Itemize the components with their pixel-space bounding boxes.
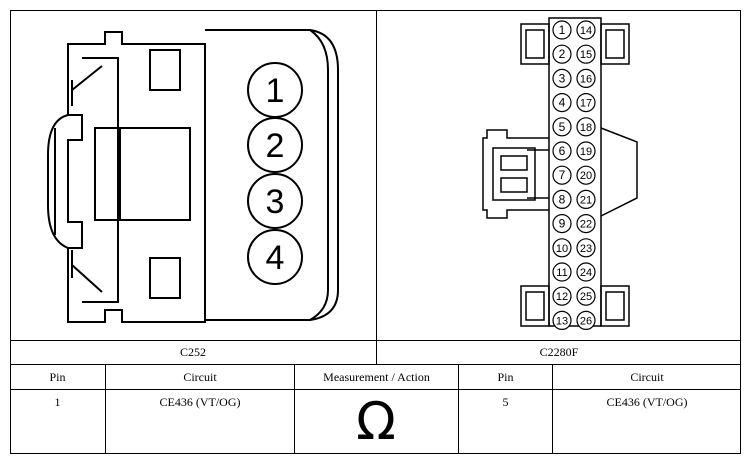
- c2280f-pin-9-label: 9: [559, 217, 566, 231]
- connector-c2280f-drawing: 1234567891011121314151617181920212223242…: [482, 17, 638, 330]
- c2280f-pin-15-label: 15: [580, 49, 592, 61]
- c2280f-pin-18-label: 18: [580, 122, 592, 134]
- header-circuit-b: Circuit: [630, 369, 664, 384]
- c2280f-pin-6-label: 6: [559, 144, 566, 158]
- c2280f-pin-11-label: 11: [556, 267, 567, 279]
- header-pin-b: Pin: [497, 369, 514, 384]
- c2280f-pin-8-label: 8: [559, 192, 566, 206]
- c2280f-pin-11-circle: [552, 262, 572, 282]
- c2280f-pin-17-circle: [576, 92, 596, 113]
- c2280f-pin-4-circle: [552, 92, 572, 113]
- diagram-frame: [10, 10, 741, 454]
- table-divider-2: [294, 364, 295, 454]
- c252-pin-4-circle: [247, 229, 303, 285]
- c2280f-pin-23-label: 23: [580, 243, 592, 255]
- c252-pin-2-circle: [247, 117, 303, 173]
- value-circuit-b: CE436 (VT/OG): [606, 395, 688, 409]
- c2280f-pin-10-circle: [552, 238, 572, 258]
- c2280f-pin-17-label: 17: [580, 98, 592, 110]
- c2280f-pin-3-label: 3: [559, 71, 566, 85]
- c2280f-pin-12-circle: [552, 286, 572, 306]
- value-circuit-a: CE436 (VT/OG): [159, 395, 241, 409]
- c2280f-pin-21-label: 21: [580, 194, 592, 206]
- label-row-top-border: [10, 340, 741, 341]
- connector-c252-label: C252: [179, 345, 206, 359]
- c2280f-pin-19-label: 19: [580, 146, 592, 158]
- c2280f-pin-2-circle: [552, 44, 572, 64]
- c2280f-pin-25-label: 25: [580, 291, 592, 303]
- header-pin-a: Pin: [49, 369, 66, 384]
- c2280f-pin-20-circle: [576, 165, 596, 185]
- c2280f-pin-14-label: 14: [580, 25, 592, 37]
- c2280f-pin-3-circle: [552, 68, 572, 89]
- ohm-measurement-symbol: Ω: [356, 392, 396, 452]
- c252-pin-3-label: 3: [266, 183, 285, 221]
- c2280f-pin-20-label: 20: [580, 170, 592, 182]
- connector-divider: [376, 10, 377, 364]
- c2280f-pin-24-label: 24: [580, 267, 592, 279]
- value-pin-b: 5: [502, 395, 509, 409]
- header-circuit-a: Circuit: [183, 369, 217, 384]
- c2280f-pin-12-label: 12: [556, 291, 568, 303]
- c2280f-pin-9-circle: [552, 214, 572, 234]
- value-pin-a: 1: [54, 395, 61, 409]
- c2280f-pin-6-circle: [552, 141, 572, 161]
- table-divider-3: [458, 364, 459, 454]
- c2280f-pin-24-circle: [576, 262, 596, 282]
- c252-pin-3-circle: [247, 173, 303, 229]
- connector-c252-drawing: 1 2 3 4: [47, 29, 339, 323]
- c2280f-pin-15-circle: [576, 44, 596, 64]
- c2280f-pin-26-label: 26: [580, 315, 592, 327]
- c2280f-pin-23-circle: [576, 238, 596, 258]
- c2280f-pin-25-circle: [576, 286, 596, 306]
- c2280f-pin-10-label: 10: [556, 243, 568, 255]
- c2280f-pin-19-circle: [576, 141, 596, 161]
- c252-pin-4-label: 4: [266, 239, 285, 277]
- c2280f-pin-16-circle: [576, 68, 596, 89]
- c2280f-pin-5-circle: [552, 117, 572, 137]
- c2280f-pin-13-circle: [552, 310, 572, 330]
- c2280f-pin-18-circle: [576, 117, 596, 137]
- connector-c2280f-label: C2280F: [539, 345, 579, 359]
- header-row-top-border: [10, 364, 741, 365]
- table-divider-4: [552, 364, 553, 454]
- table-divider-1: [105, 364, 106, 454]
- c2280f-pin-4-label: 4: [559, 96, 566, 110]
- c2280f-pin-13-label: 13: [556, 315, 568, 327]
- c2280f-pin-1-label: 1: [559, 23, 566, 37]
- header-measurement: Measurement / Action: [323, 369, 430, 384]
- c2280f-pin-7-circle: [552, 165, 572, 185]
- c252-pin-1-label: 1: [266, 72, 285, 110]
- c2280f-pin-26-circle: [576, 310, 596, 330]
- c2280f-pin-1-circle: [552, 20, 572, 40]
- c2280f-pin-14-circle: [576, 20, 596, 40]
- c2280f-pin-16-label: 16: [580, 73, 592, 85]
- header-row-bottom-border: [10, 389, 741, 390]
- c2280f-pin-21-circle: [576, 189, 596, 209]
- c2280f-pin-22-circle: [576, 214, 596, 234]
- c252-pin-2-label: 2: [266, 127, 285, 165]
- c2280f-pin-8-circle: [552, 189, 572, 209]
- c2280f-pin-22-label: 22: [580, 219, 592, 231]
- c2280f-pin-2-label: 2: [559, 47, 566, 61]
- c2280f-pin-5-label: 5: [559, 120, 566, 134]
- c2280f-pin-7-label: 7: [559, 168, 566, 182]
